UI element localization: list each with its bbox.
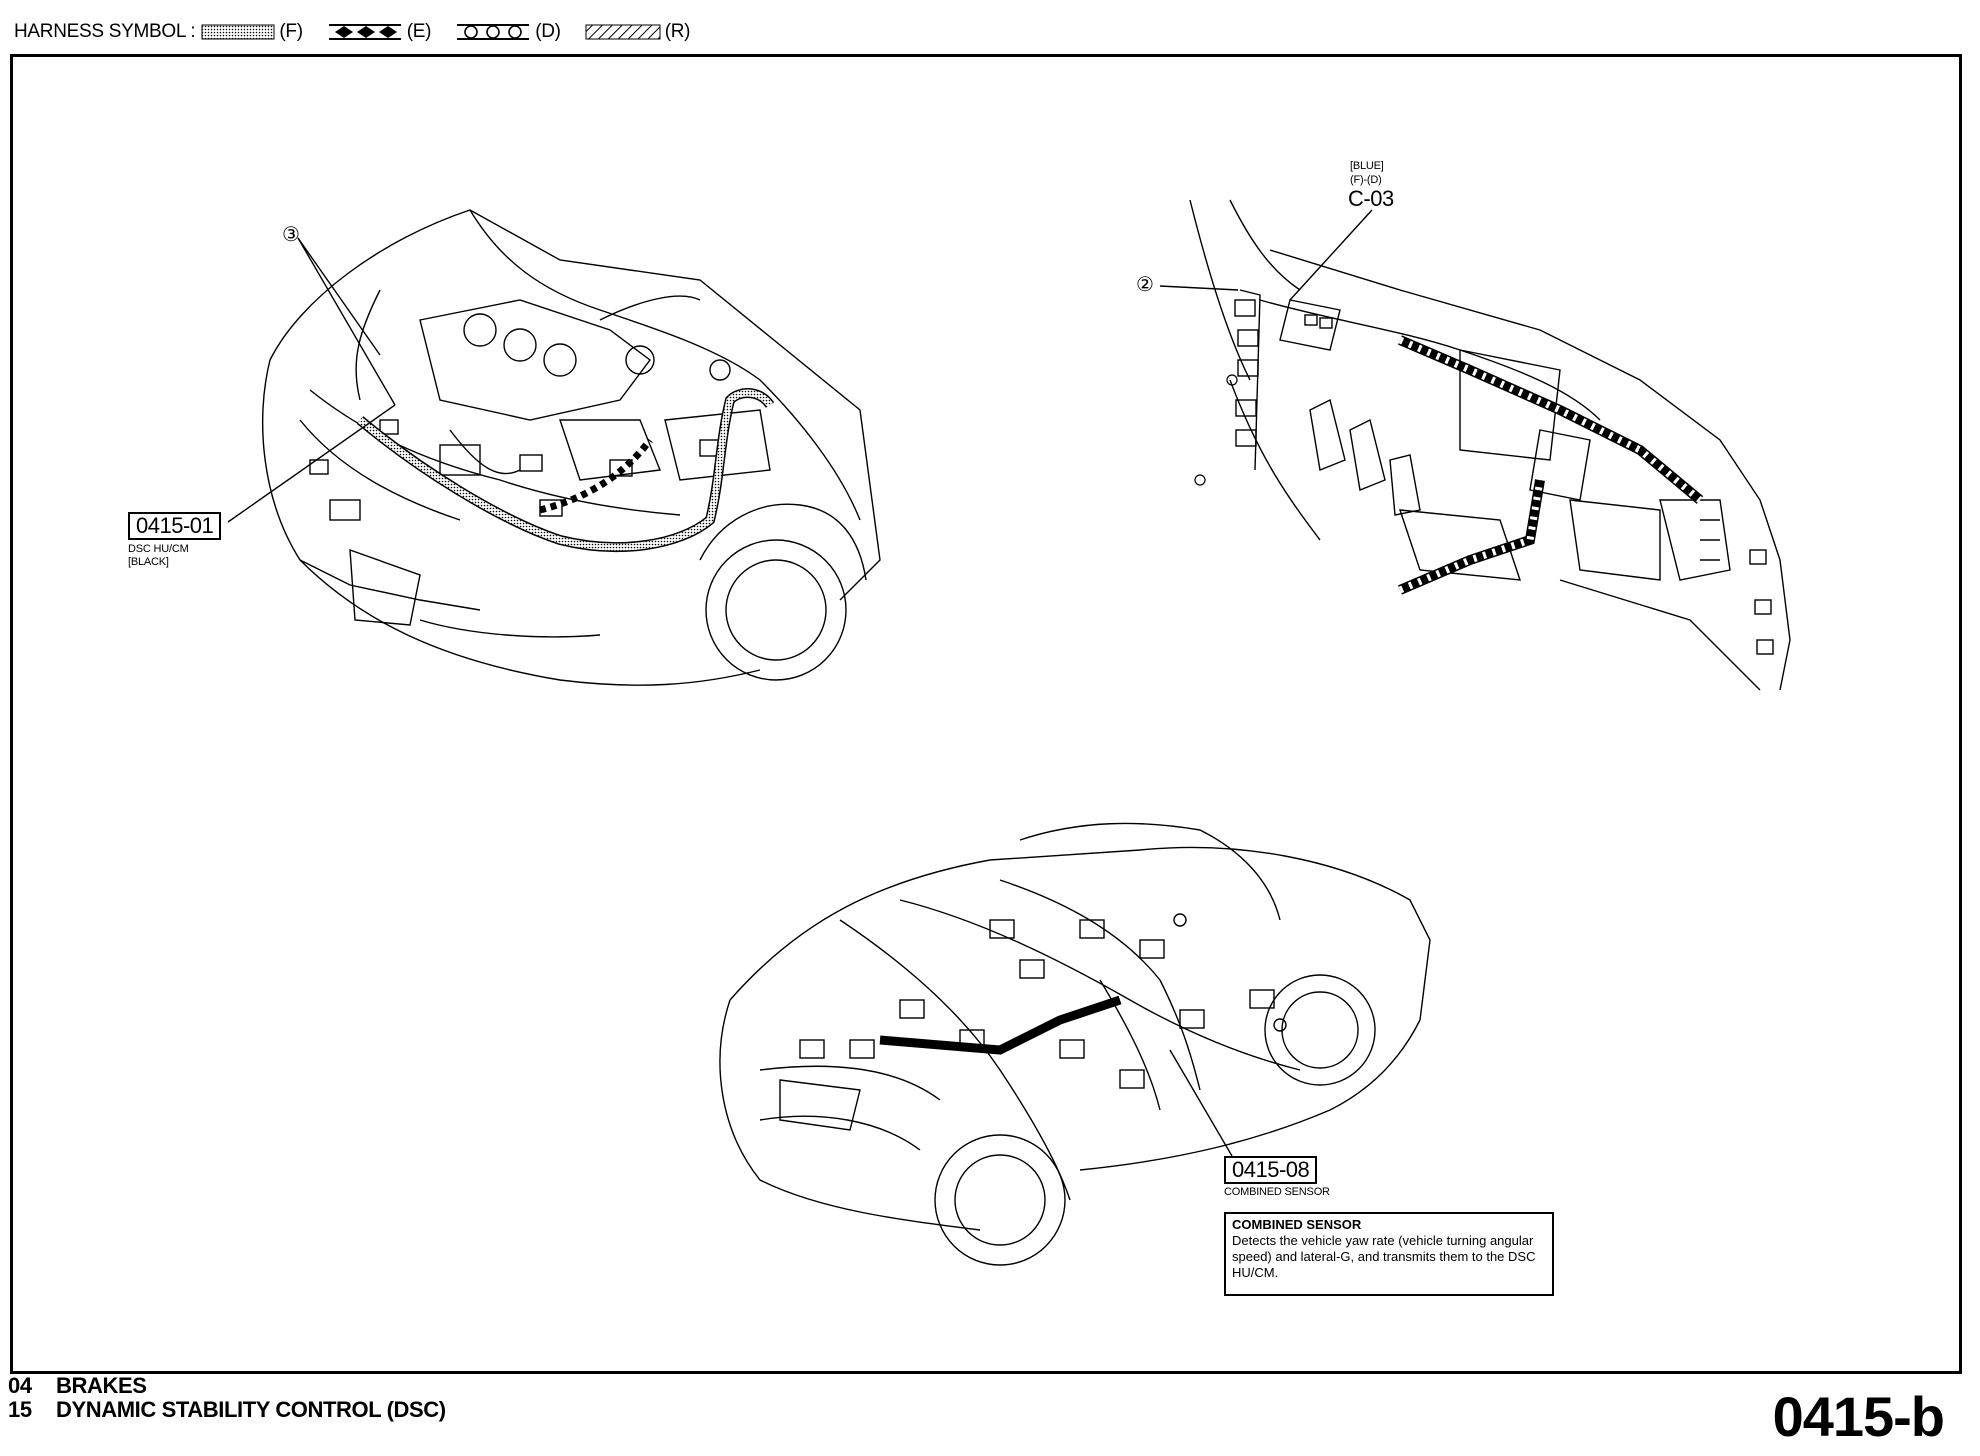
subsection-title: DYNAMIC STABILITY CONTROL (DSC) <box>56 1397 446 1422</box>
dashboard-drawing <box>1189 199 1791 691</box>
marker-2-leader <box>1159 285 1239 291</box>
marker-d <box>1194 474 1206 486</box>
circle-harness-symbol <box>457 24 530 40</box>
c03-color: [BLUE] <box>1350 160 1384 172</box>
marker-2: ② <box>1136 274 1154 296</box>
dsc-hucm-color: [BLACK] <box>128 556 169 568</box>
dotted-harness-symbol <box>201 24 275 40</box>
legend-title: HARNESS SYMBOL : <box>14 21 196 42</box>
combined-sensor-label: COMBINED SENSOR <box>1224 1186 1330 1198</box>
c03-harness: (F)-(D) <box>1350 174 1382 186</box>
dsc-hucm-label: DSC HU/CM <box>128 543 189 555</box>
section-number: 04 <box>8 1373 32 1398</box>
legend-code-e: (E) <box>406 21 432 42</box>
subsection-number: 15 <box>8 1397 32 1422</box>
page-code: 0415-b <box>1772 1385 1945 1448</box>
marker-3: ③ <box>282 224 300 246</box>
section-title: BRAKES <box>56 1373 147 1398</box>
dash-lower-harness <box>1398 479 1545 595</box>
info-title: COMBINED SENSOR <box>1232 1217 1362 1232</box>
marker-a <box>1226 374 1238 386</box>
legend-code-d: (D) <box>535 21 561 42</box>
dsc-hucm-ref: 0415-01 <box>128 512 222 540</box>
c03-connector-code: C-03 <box>1348 186 1394 211</box>
diamond-harness-symbol <box>328 24 401 40</box>
marker-3-leader <box>297 237 381 356</box>
diamond-harness-path <box>539 437 653 514</box>
engine-bay-drawing <box>261 209 881 686</box>
hatched-harness-symbol <box>585 24 661 40</box>
dash-circle-harness <box>1398 335 1704 504</box>
vehicle-body-drawing <box>719 822 1431 1266</box>
legend-code-f: (F) <box>279 21 303 42</box>
combined-sensor-leader <box>1169 1049 1233 1157</box>
harness-legend: HARNESS SYMBOL : (F) (E) (D) (R) <box>14 18 708 46</box>
diagram-frame <box>10 54 1962 1374</box>
combined-sensor-ref: 0415-08 <box>1224 1156 1318 1184</box>
info-text: Detects the vehicle yaw rate (vehicle tu… <box>1232 1233 1536 1280</box>
section-breadcrumb: 04 BRAKES 15 DYNAMIC STABILITY CONTROL (DS… <box>8 1374 446 1422</box>
combined-sensor-info: COMBINED SENSOR Detects the vehicle yaw … <box>1224 1212 1554 1296</box>
c03-leader <box>1289 209 1373 301</box>
legend-code-r: (R) <box>664 21 691 42</box>
dsc-hucm-leader <box>227 404 396 523</box>
